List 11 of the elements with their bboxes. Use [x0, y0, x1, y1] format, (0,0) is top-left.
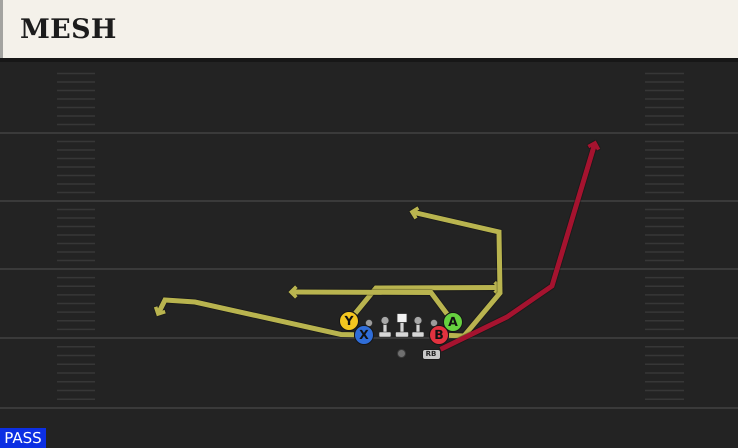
player-marker: Y	[339, 311, 359, 331]
route-arrow	[289, 284, 450, 316]
route-arrow	[439, 141, 600, 352]
player-marker: X	[354, 325, 374, 345]
player-dot	[397, 348, 406, 358]
route-arrow	[154, 297, 354, 338]
title: MESH	[20, 14, 117, 46]
player-marker: B	[429, 325, 449, 345]
route-arrow	[410, 206, 503, 339]
play-type-label: PASS	[0, 428, 46, 448]
player-marker: A	[443, 312, 463, 332]
